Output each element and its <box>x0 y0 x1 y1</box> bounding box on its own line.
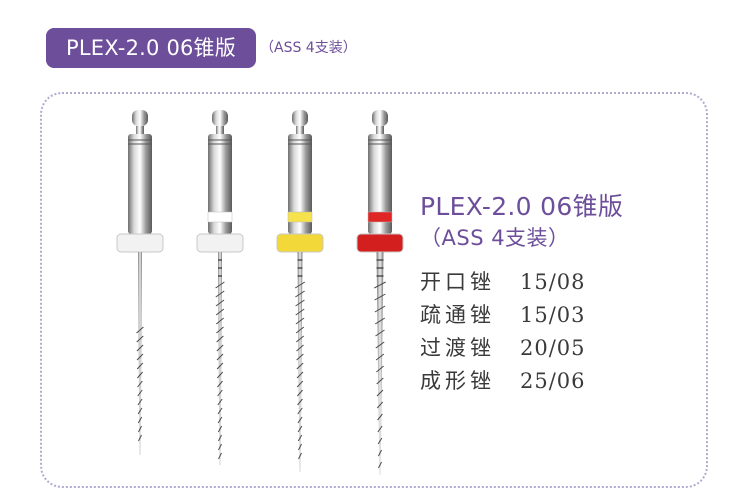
spec-name: 成形锉 <box>420 369 495 393</box>
page-title: PLEX-2.0 06锥版 <box>66 36 236 60</box>
file-set-illustration <box>116 110 404 475</box>
spec-row: 成形锉 25/06 <box>420 365 700 398</box>
spec-row: 疏通锉 15/03 <box>420 299 700 332</box>
endodontic-file-icon <box>356 110 404 475</box>
endodontic-file-icon <box>276 110 324 472</box>
spec-panel: PLEX-2.0 06锥版 （ASS 4支装） 开口锉 15/08 疏通锉 15… <box>420 192 700 398</box>
spec-name: 过渡锉 <box>420 336 495 360</box>
spec-title: PLEX-2.0 06锥版 <box>420 192 624 221</box>
spec-row: 开口锉 15/08 <box>420 266 700 299</box>
spec-subtitle: （ASS 4支装） <box>420 226 570 250</box>
page-subtitle: （ASS 4支装） <box>260 40 357 56</box>
page-title-badge: PLEX-2.0 06锥版 <box>46 28 256 68</box>
spec-row: 过渡锉 20/05 <box>420 332 700 365</box>
spec-size: 15/08 <box>520 270 586 294</box>
spec-size: 15/03 <box>520 303 586 327</box>
spec-name: 疏通锉 <box>420 303 495 327</box>
spec-size: 25/06 <box>520 369 586 393</box>
spec-name: 开口锉 <box>420 270 495 294</box>
spec-list: 开口锉 15/08 疏通锉 15/03 过渡锉 20/05 成形锉 25/06 <box>420 266 700 398</box>
endodontic-file-icon <box>196 110 244 465</box>
product-frame <box>40 92 708 488</box>
endodontic-file-icon <box>116 110 164 455</box>
spec-size: 20/05 <box>520 336 586 360</box>
